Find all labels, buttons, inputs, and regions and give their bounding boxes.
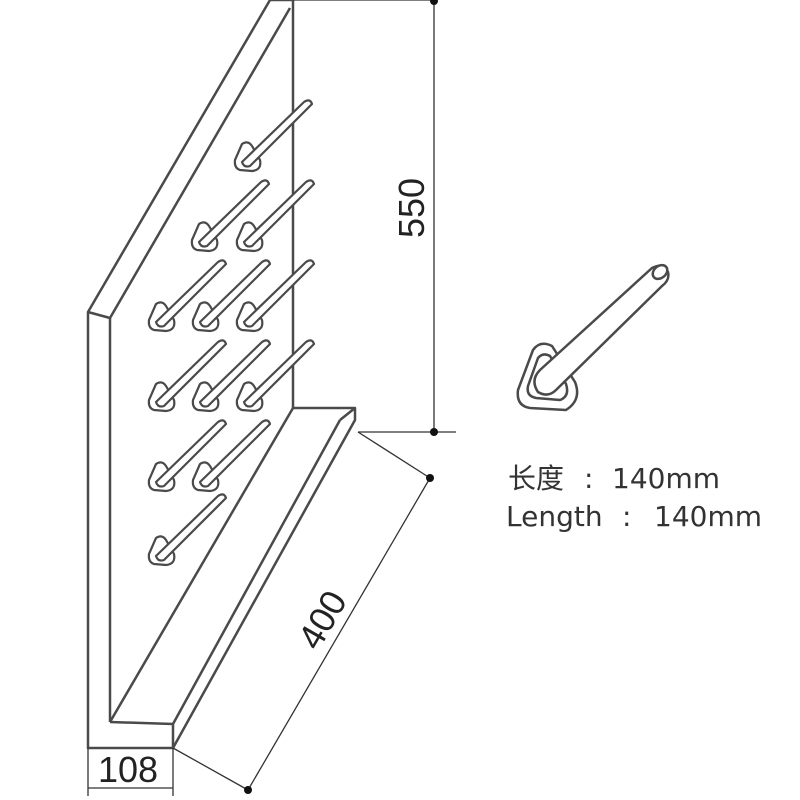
peg-shaft xyxy=(154,259,228,328)
depth-dimension-label: 400 xyxy=(289,583,355,656)
width-dimension-label: 108 xyxy=(98,749,158,790)
peg-shaft xyxy=(242,259,316,328)
spec-chinese-value: 140mm xyxy=(612,462,720,495)
dimension-lines xyxy=(87,0,456,796)
peg-shaft xyxy=(197,179,271,248)
peg xyxy=(235,339,316,413)
peg xyxy=(235,179,316,253)
peg xyxy=(191,419,272,493)
peg xyxy=(191,259,272,333)
peg xyxy=(235,259,316,333)
peg-shaft xyxy=(154,339,228,408)
peg xyxy=(147,259,228,333)
peg-shaft xyxy=(242,339,316,408)
peg xyxy=(190,179,271,253)
depth-ext-top xyxy=(357,431,431,479)
peg-detail xyxy=(516,263,670,412)
spec-chinese-label: 长度 xyxy=(508,462,564,495)
peg xyxy=(147,493,228,567)
shelf-back-lip xyxy=(339,407,356,421)
spec-chinese-separator: : xyxy=(584,462,593,495)
shelf-front-lip xyxy=(171,419,342,725)
peg-detail-shaft xyxy=(533,264,670,396)
height-dim-dot-bottom xyxy=(430,428,438,436)
peg-shaft xyxy=(240,99,314,168)
board-inner-edge xyxy=(108,7,292,319)
peg-shaft xyxy=(242,179,316,248)
spec-english-value: 140mm xyxy=(654,500,762,533)
peg-group xyxy=(147,99,316,567)
peg-detail-tip xyxy=(651,263,669,281)
depth-dim-dot-top xyxy=(426,474,434,482)
peg xyxy=(147,339,228,413)
height-dim-dot-top xyxy=(430,0,438,5)
board-front-top xyxy=(87,310,111,320)
height-dimension-label: 550 xyxy=(391,178,432,238)
depth-dim-dot-bottom xyxy=(244,786,252,794)
depth-dim-line xyxy=(247,477,431,791)
peg-shaft xyxy=(198,259,272,328)
peg-shaft xyxy=(198,339,272,408)
depth-ext-bottom xyxy=(172,747,249,791)
shelf-top-edge xyxy=(108,407,295,723)
peg-shaft xyxy=(154,493,228,562)
spec-english-separator: : xyxy=(622,500,631,533)
shelf-front-top xyxy=(109,720,174,726)
peg-shaft xyxy=(198,419,272,488)
dimension-endpoints xyxy=(244,0,438,794)
spec-english-label: Length xyxy=(506,500,603,533)
peg-shaft xyxy=(154,419,228,488)
peg xyxy=(147,419,228,493)
peg xyxy=(233,99,314,173)
peg xyxy=(191,339,272,413)
